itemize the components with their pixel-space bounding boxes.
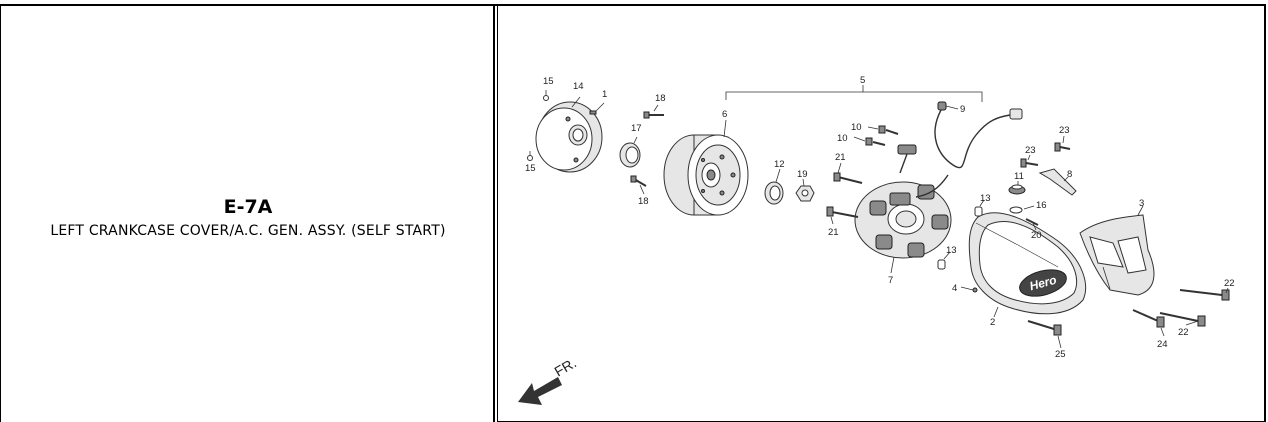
callout-label: 2 xyxy=(990,317,995,328)
callout-label: 9 xyxy=(960,104,965,115)
callout-label: 23 xyxy=(1025,145,1036,156)
callout-label: 18 xyxy=(655,93,666,104)
part-screw xyxy=(878,125,899,135)
callout-label: 17 xyxy=(631,123,642,134)
part-o-ring xyxy=(1009,206,1023,214)
exploded-diagram-panel: Hero xyxy=(497,4,1266,422)
callout-label: 15 xyxy=(543,76,554,87)
part-bolt xyxy=(1054,142,1071,152)
part-oil-seal xyxy=(619,142,641,168)
callout-label: 13 xyxy=(946,245,957,256)
callout-label: 22 xyxy=(1224,278,1235,289)
section-code: E-7A xyxy=(223,196,273,218)
part-bolt xyxy=(1027,320,1062,336)
part-washer xyxy=(764,181,784,205)
part-wiring-harness xyxy=(897,101,1023,198)
part-stator xyxy=(854,181,952,259)
title-panel: E-7A LEFT CRANKCASE COVER/A.C. GEN. ASSY… xyxy=(1,6,495,422)
callout-label: 14 xyxy=(573,81,584,92)
callout-label: 11 xyxy=(1014,171,1024,182)
hero-logo: Hero xyxy=(1028,273,1058,294)
callout-label: 4 xyxy=(952,283,957,294)
part-o-ring xyxy=(527,155,533,161)
part-bolt xyxy=(1159,312,1206,327)
part-bolt xyxy=(630,175,647,187)
callout-label: 5 xyxy=(860,75,865,86)
callout-label: 21 xyxy=(828,227,839,238)
exploded-view-diagram: Hero xyxy=(518,75,1235,405)
part-o-ring xyxy=(543,95,549,101)
part-nut xyxy=(795,185,815,202)
callout-label: 25 xyxy=(1055,349,1066,360)
front-arrow-icon xyxy=(518,377,562,405)
part-bolt xyxy=(643,111,664,119)
callout-label: 15 xyxy=(525,163,536,174)
callout-label: 19 xyxy=(797,169,808,180)
part-bolt xyxy=(1132,309,1165,328)
part-left-cover xyxy=(535,101,603,173)
part-dowel-pin xyxy=(974,206,983,217)
callout-label: 21 xyxy=(835,152,846,163)
callout-label: 20 xyxy=(1031,230,1042,241)
callout-label: 10 xyxy=(837,133,848,144)
section-title: LEFT CRANKCASE COVER/A.C. GEN. ASSY. (SE… xyxy=(50,223,446,239)
front-direction-indicator: FR. xyxy=(518,354,579,405)
callout-label: 16 xyxy=(1036,200,1047,211)
callout-label: 22 xyxy=(1178,327,1189,338)
part-fan-cover xyxy=(1079,214,1155,296)
part-bolt xyxy=(1025,218,1039,226)
callout-labels: 15 14 1 15 18 17 18 6 5 9 10 10 21 12 19… xyxy=(525,75,1235,360)
callout-label: 6 xyxy=(722,109,727,120)
part-bolt xyxy=(826,206,859,218)
part-flywheel-rotor xyxy=(663,134,749,216)
direction-label: FR. xyxy=(552,354,580,379)
part-bolt xyxy=(833,172,863,184)
part-plug xyxy=(1008,184,1026,195)
callout-label: 12 xyxy=(774,159,785,170)
callout-label: 7 xyxy=(888,275,893,286)
part-bolt xyxy=(1020,158,1039,168)
callout-label: 1 xyxy=(602,89,607,100)
callout-label: 3 xyxy=(1139,198,1144,209)
part-dowel-pin xyxy=(937,259,946,270)
part-bolt xyxy=(1179,289,1230,301)
callout-label: 24 xyxy=(1157,339,1168,350)
part-bracket xyxy=(1038,168,1077,196)
leader-lines xyxy=(529,85,1229,349)
callout-label: 23 xyxy=(1059,125,1070,136)
part-screw xyxy=(865,137,886,146)
callout-label: 10 xyxy=(851,122,862,133)
part-crankcase-cover: Hero xyxy=(968,212,1087,315)
callout-label: 18 xyxy=(638,196,649,207)
callout-label: 13 xyxy=(980,193,991,204)
callout-label: 8 xyxy=(1067,169,1072,180)
